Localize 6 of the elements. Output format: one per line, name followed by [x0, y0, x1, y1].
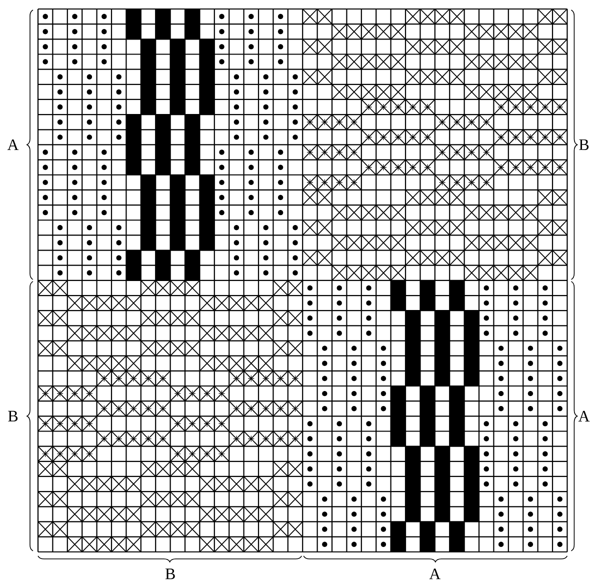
brace-label: A	[7, 139, 19, 150]
brace-label: B	[165, 568, 175, 580]
brace-label: B	[8, 410, 18, 422]
brace-label: B	[579, 139, 589, 150]
brace-label: A	[429, 568, 441, 580]
brace-label: A	[578, 410, 590, 422]
